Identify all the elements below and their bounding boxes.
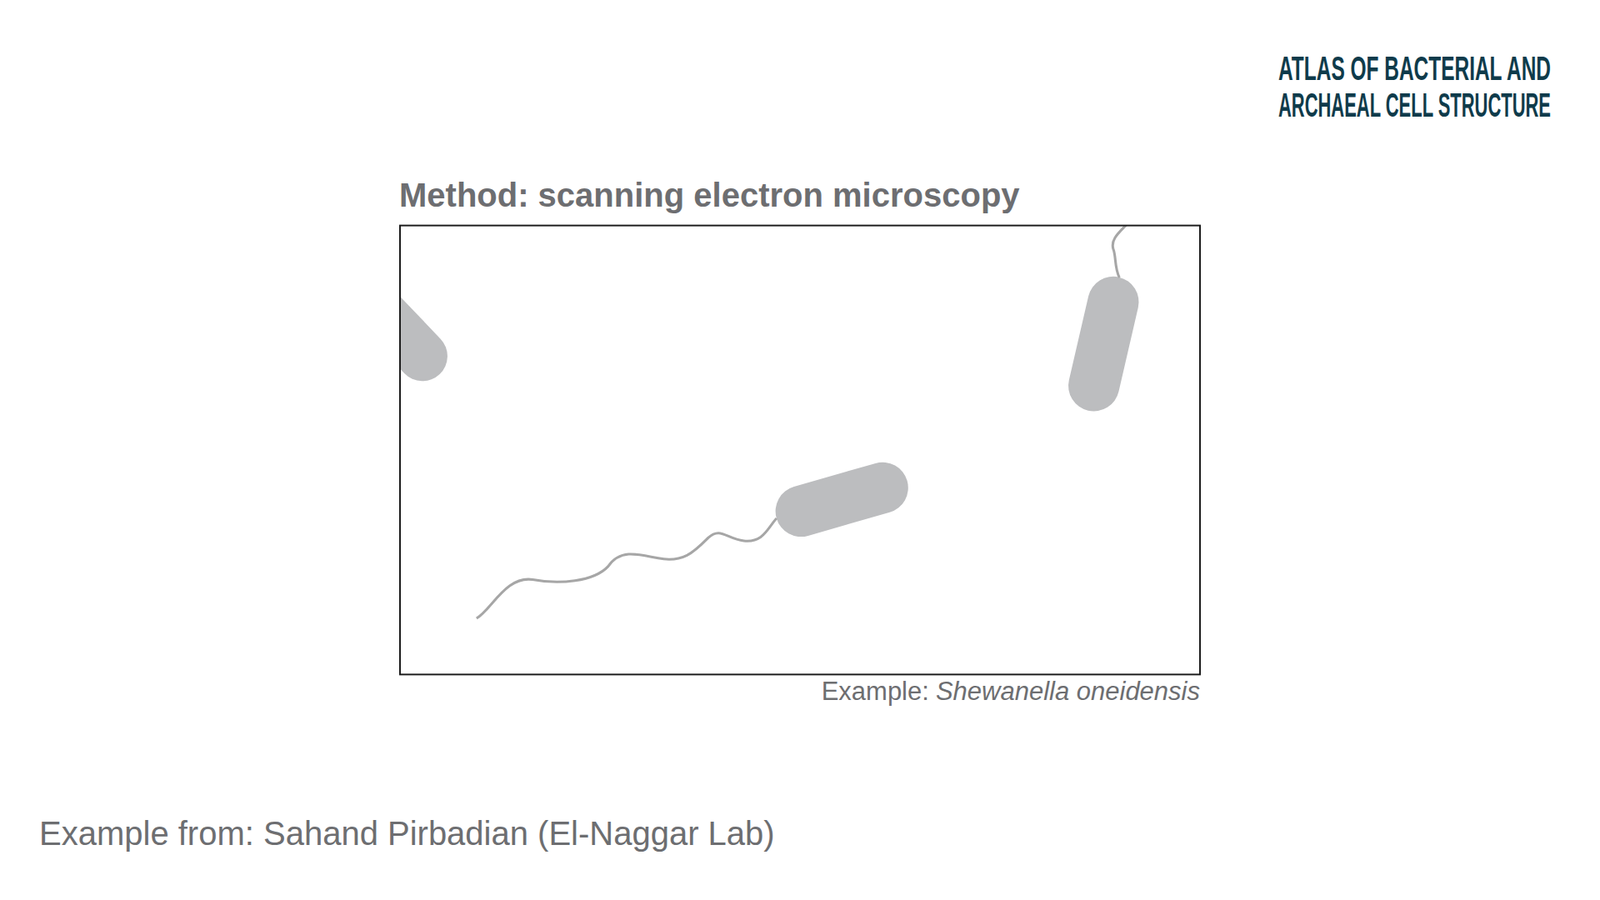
slide-title: Method: scanning electron microscopy: [399, 176, 1020, 215]
credit-text: Example from: Sahand Pirbadian (El-Nagga…: [39, 815, 775, 853]
flagellum: [476, 518, 777, 619]
logo-text: ARCHAEAL CELL STRUCTURE: [1278, 86, 1551, 125]
image-frame: [400, 225, 1200, 675]
bacterium-cell: [400, 290, 423, 357]
bacterium-cell: [1094, 301, 1114, 385]
logo-text: ATLAS OF BACTERIAL AND: [1278, 50, 1551, 88]
species-name: Shewanella oneidensis: [935, 676, 1200, 707]
flagellum: [1112, 225, 1128, 278]
bacterium-cell: [800, 487, 883, 511]
caption-text: Example:: [821, 676, 930, 707]
